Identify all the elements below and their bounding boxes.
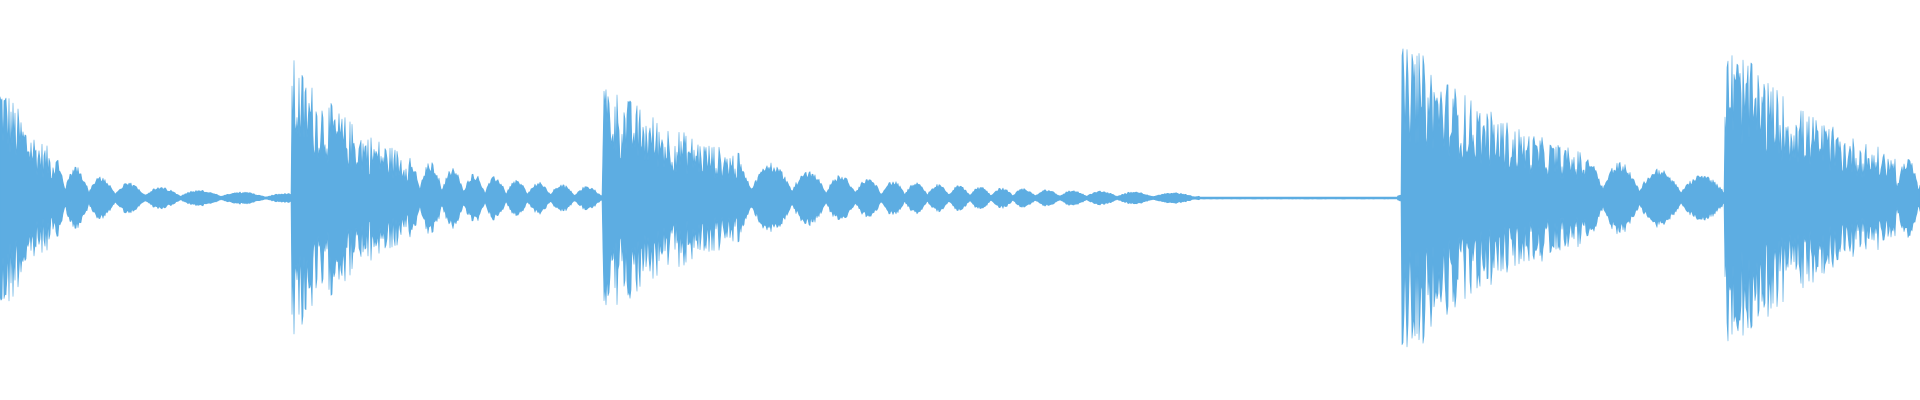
waveform-shape (0, 48, 1920, 348)
